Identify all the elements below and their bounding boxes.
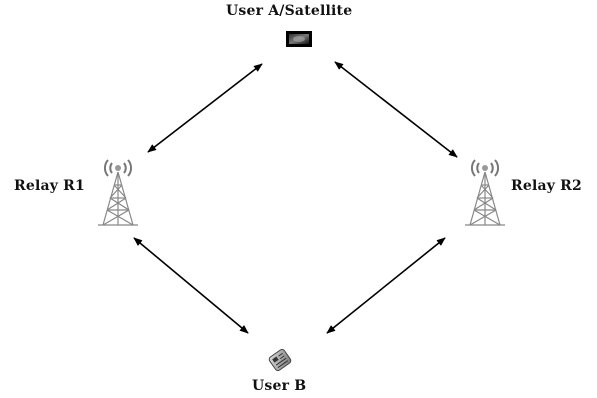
relay-r2-label: Relay R2 — [511, 178, 582, 194]
link-relay-r2-user-b — [326, 237, 446, 334]
user-b-label: User B — [252, 378, 307, 394]
user-a-satellite-label: User A/Satellite — [226, 3, 353, 19]
relay-r1-label: Relay R1 — [14, 178, 85, 194]
link-user-a-relay-r2 — [334, 61, 458, 158]
satellite-icon — [286, 31, 312, 47]
relay-tower-icon — [465, 159, 505, 226]
link-relay-r1-user-b — [133, 237, 249, 334]
mobile-phone-icon — [268, 348, 292, 372]
relay-tower-icon — [98, 159, 138, 226]
link-user-a-relay-r1 — [147, 63, 263, 153]
